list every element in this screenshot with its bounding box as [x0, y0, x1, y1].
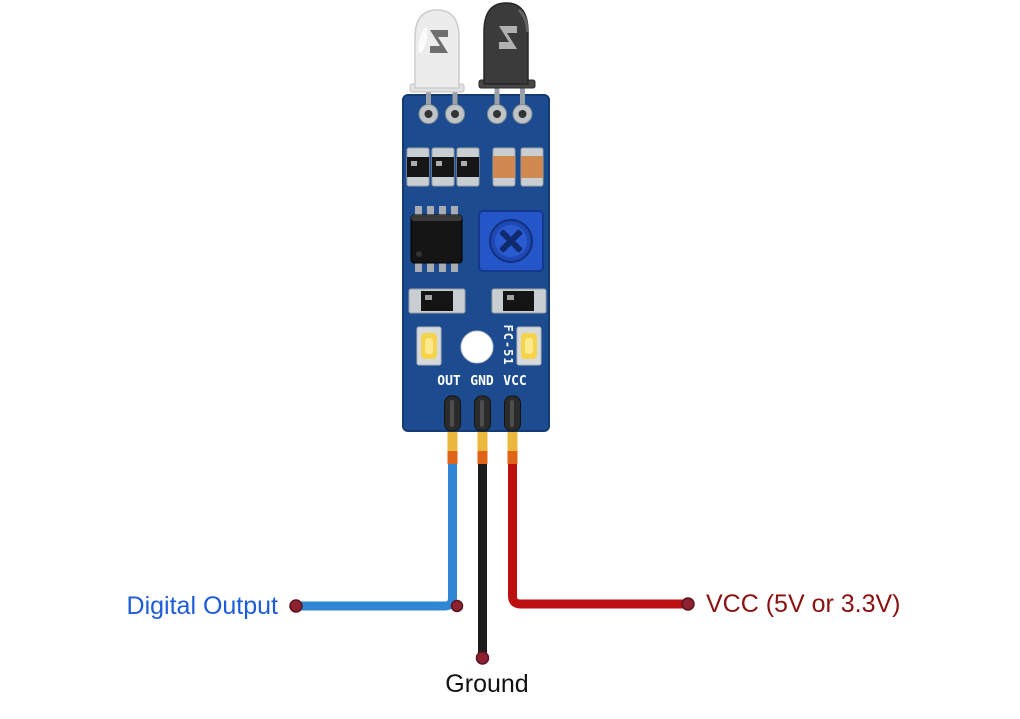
wire-end-dot-vcc — [681, 597, 695, 611]
wire-end-dot-ground — [475, 651, 490, 665]
smd-capacitor — [492, 147, 516, 187]
label-vcc: VCC (5V or 3.3V) — [706, 590, 901, 618]
pin-wire-stubs — [447, 428, 518, 464]
smd-component — [408, 288, 466, 314]
ir-emitter-led — [409, 9, 465, 93]
smd-component — [491, 288, 547, 314]
silkscreen-module-name: FC-51 — [501, 324, 515, 365]
wire-bend-dot-digital-output — [450, 599, 464, 613]
wire-end-dot-digital-output — [289, 599, 303, 613]
phillips-screw-cross — [499, 229, 523, 253]
led-highlight — [418, 27, 428, 53]
label-digital-output: Digital Output — [127, 592, 279, 620]
solder-pads — [418, 104, 533, 124]
silkscreen-pin-label-vcc: VCC — [503, 374, 526, 389]
led-reflector-glyph — [430, 30, 448, 53]
led-highlight — [517, 8, 529, 33]
smd-resistor — [406, 147, 430, 187]
smd-capacitor — [520, 147, 544, 187]
indicator-led — [516, 326, 542, 366]
ic-edge-highlight — [411, 215, 462, 221]
ic-pin1-dot — [416, 251, 422, 257]
led-reflector-glyph — [499, 26, 517, 49]
pin-header-gnd — [474, 395, 491, 432]
smd-resistor — [431, 147, 455, 187]
silkscreen-pin-label-out: OUT — [437, 374, 461, 389]
wire-vcc — [508, 447, 691, 609]
ir-receiver-led — [478, 2, 536, 89]
indicator-led — [416, 326, 442, 366]
pin-header-vcc — [504, 395, 521, 432]
trimmer-potentiometer — [478, 210, 544, 272]
silkscreen-pin-label-gnd: GND — [470, 374, 494, 389]
mounting-hole — [460, 330, 494, 364]
label-ground: Ground — [445, 670, 528, 698]
smd-resistor — [456, 147, 480, 187]
pin-header-out — [444, 395, 461, 432]
comparator-ic-chip — [410, 206, 463, 272]
wire-digital-output — [294, 447, 457, 611]
